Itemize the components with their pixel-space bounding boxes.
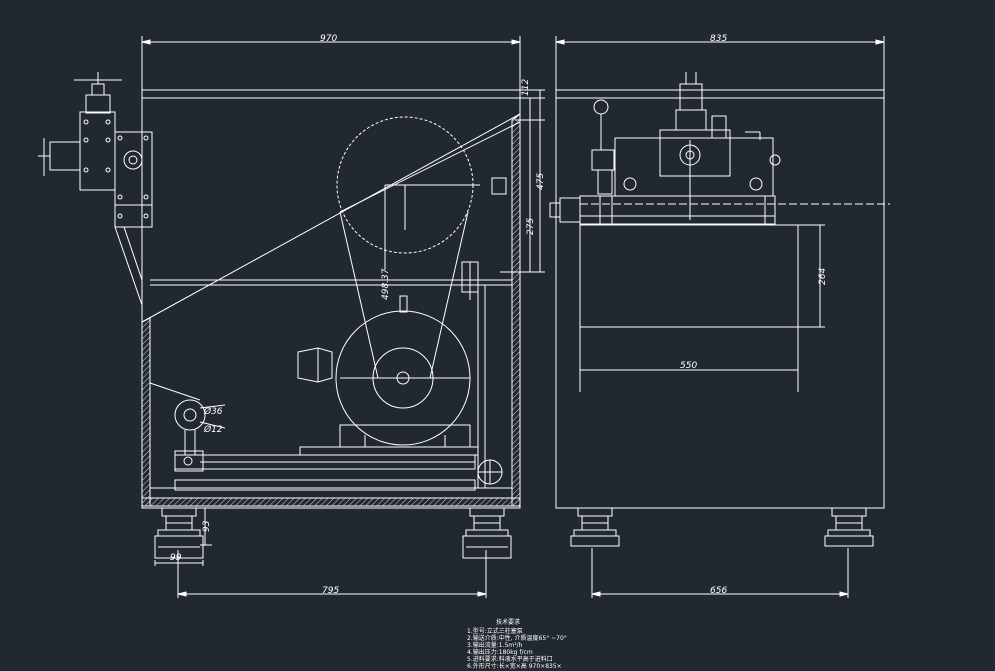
side-view — [549, 36, 890, 598]
dim-foot-span-front: 795 — [322, 586, 339, 596]
notes-line-2: 2.输送介质:中性, 介质温度65° ~70° — [467, 634, 567, 642]
tank — [579, 224, 799, 371]
side-housing — [555, 89, 885, 509]
hatched-wall-right — [511, 113, 521, 507]
dim-foot-span-side: 656 — [710, 586, 727, 596]
dim-tank-height: 264 — [818, 268, 828, 285]
dim-foot-height: 93 — [202, 520, 212, 532]
hatched-floor — [141, 497, 521, 507]
idler-wheel — [174, 399, 206, 431]
dimension-front-width — [141, 36, 521, 90]
dim-dia-36: Ø36 — [203, 406, 223, 417]
machine-housing — [141, 89, 521, 509]
notes-line-1: 1.型号:立式三柱塞泵 — [467, 627, 523, 635]
foot-right — [462, 507, 512, 559]
side-foot-right — [824, 507, 874, 547]
foot-left — [154, 507, 204, 559]
side-foot-left — [570, 507, 620, 547]
pump-head-assembly — [38, 72, 153, 306]
dim-tank-width: 550 — [680, 361, 697, 371]
technical-notes: 技术要求 1.型号:立式三柱塞泵 2.输送介质:中性, 介质温度65° ~70°… — [467, 618, 567, 670]
dim-belt-center: 498.37 — [381, 268, 391, 300]
dim-side-width: 835 — [710, 34, 727, 44]
dim-front-width: 970 — [320, 34, 337, 44]
dim-foot-width: 99 — [170, 553, 182, 563]
dim-dia-12: Ø12 — [203, 424, 223, 435]
dim-height-275: 275 — [526, 218, 536, 235]
notes-line-5: 5.进料要求:料液水平高于进料口 — [467, 655, 553, 663]
dim-height-475: 475 — [536, 173, 546, 190]
front-view — [38, 36, 545, 598]
notes-line-4: 4.输出压力:180kg f/cm — [467, 648, 533, 656]
motor-terminal-box — [297, 347, 333, 383]
side-pump-block — [549, 72, 890, 225]
notes-line-3: 3.输出流量:1.5m³/h — [467, 641, 523, 649]
hatched-wall-left — [141, 317, 151, 507]
dim-top-offset: 112 — [521, 79, 531, 96]
notes-line-6: 6.外形尺寸:长×宽×高 970×835× — [467, 662, 562, 670]
notes-title: 技术要求 — [496, 618, 520, 626]
